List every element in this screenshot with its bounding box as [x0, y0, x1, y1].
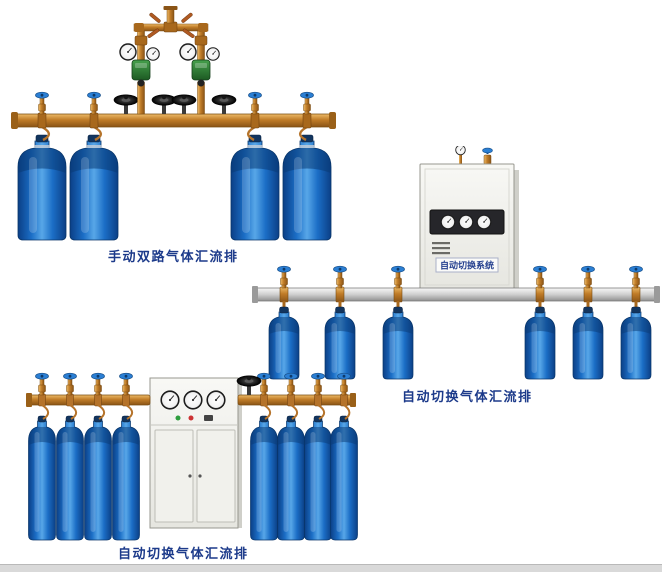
gas-cylinder	[277, 415, 305, 541]
cylinder-connectors	[282, 301, 638, 309]
pigtail-hoses	[41, 404, 351, 420]
pipe-end-cap	[252, 286, 258, 303]
cylinder-port-valve	[63, 372, 77, 396]
inlet-valve	[483, 154, 492, 165]
cylinder-port-valve	[35, 372, 49, 396]
cabinet-door-right	[196, 429, 236, 523]
product-caption: 手动双路气体汇流排	[108, 249, 239, 264]
ball-valve-body	[134, 35, 148, 46]
cabinet-shadow	[514, 170, 519, 290]
gas-cylinder	[17, 134, 67, 241]
inlet-pressure-gauge	[455, 146, 466, 156]
cylinder-port-valve	[333, 265, 347, 289]
cabinet-door-left	[154, 429, 194, 523]
control-cabinet	[149, 377, 242, 529]
panel-gauge	[458, 214, 474, 230]
auto-switch-floor-illustration	[26, 372, 358, 541]
cylinder-port-valve	[277, 265, 291, 289]
selector-switch	[204, 415, 213, 421]
gas-cylinder	[69, 134, 119, 241]
pipe-end-cap	[654, 286, 660, 303]
cabinet-door-outline	[424, 168, 510, 286]
pipe-end-cap	[350, 393, 356, 407]
gauge-stem	[459, 154, 462, 165]
page-footer-strip	[0, 564, 662, 572]
manual-manifold-illustration	[11, 6, 336, 241]
pipe-tee	[163, 21, 178, 33]
manifold-pipe	[255, 287, 657, 302]
cylinder-port-valve	[87, 91, 101, 115]
product-photo-manual-dual-manifold	[6, 6, 341, 246]
pipe-elbow	[134, 23, 144, 32]
cylinder-port-valve	[629, 265, 643, 289]
gas-cylinder	[620, 306, 652, 380]
gas-cylinder	[84, 415, 112, 541]
pigtail-hoses	[41, 125, 308, 142]
outlet-flange	[163, 6, 178, 10]
cabinet-shadow	[238, 384, 242, 528]
ball-valve-lever	[148, 12, 162, 24]
green-indicator-light	[175, 415, 181, 421]
gas-cylinder	[268, 306, 300, 380]
pipe-end-cap	[329, 112, 336, 129]
valve-handwheel	[171, 94, 197, 115]
valve-handwheel	[151, 94, 177, 115]
cylinder-port-valve	[257, 372, 271, 396]
panel-gauge	[160, 390, 180, 410]
cylinder-port-valve	[248, 91, 262, 115]
vent-slots	[432, 242, 450, 255]
cylinder-port-valve	[119, 372, 133, 396]
gas-cylinder	[28, 415, 56, 541]
cylinder-port-valve	[581, 265, 595, 289]
header-assembly	[120, 6, 219, 115]
inlet-valve-handwheel	[482, 147, 493, 154]
cylinder-port-valve	[91, 372, 105, 396]
gas-cylinder	[382, 306, 414, 380]
valve-handwheel	[113, 94, 139, 115]
cylinder-port-valve	[311, 372, 325, 396]
pipe-elbow	[198, 23, 208, 32]
valve-handwheel	[211, 94, 237, 115]
gas-cylinder	[112, 415, 140, 541]
gas-cylinder	[250, 415, 278, 541]
product-photo-auto-switch-wall: 自动切换系统	[252, 146, 660, 384]
pipe-end-cap	[26, 393, 32, 407]
product-caption: 自动切换气体汇流排	[118, 546, 249, 561]
cabinet-label: 自动切换系统	[440, 260, 494, 271]
door-handle	[198, 474, 202, 478]
cylinder-port-valve	[533, 265, 547, 289]
product-caption: 自动切换气体汇流排	[402, 389, 533, 404]
panel-gauge	[206, 390, 226, 410]
cylinder-port-valve	[337, 372, 351, 396]
cabinet-label-plate	[435, 257, 499, 273]
panel-gauge	[476, 214, 492, 230]
manifold-pipe-left	[29, 394, 151, 406]
cylinder-port-valve	[35, 91, 49, 115]
auto-switch-wall-illustration: 自动切换系统	[252, 146, 660, 380]
cylinder-port-valve	[284, 372, 298, 396]
gas-cylinder	[524, 306, 556, 380]
ball-valve-body	[194, 35, 208, 46]
gas-cylinder	[572, 306, 604, 380]
door-handle	[188, 474, 192, 478]
ball-valve-lever	[180, 12, 194, 24]
outlet-pipe	[166, 7, 175, 24]
gas-cylinder	[56, 415, 84, 541]
cylinder-port-valve	[300, 91, 314, 115]
panel-gauge	[440, 214, 456, 230]
control-cabinet: 自动切换系统	[419, 163, 519, 291]
product-photo-auto-switch-floor	[18, 370, 358, 548]
gas-cylinder	[330, 415, 358, 541]
drop-pipe	[137, 81, 145, 115]
gas-cylinder	[304, 415, 332, 541]
panel-gauge	[183, 390, 203, 410]
cylinder-port-valve	[391, 265, 405, 289]
manifold-pipe-right	[237, 394, 353, 406]
red-indicator-light	[188, 415, 194, 421]
gas-cylinder	[324, 306, 356, 380]
drop-pipe	[197, 81, 205, 115]
manifold-pipe	[13, 113, 334, 128]
pipe-end-cap	[11, 112, 18, 129]
